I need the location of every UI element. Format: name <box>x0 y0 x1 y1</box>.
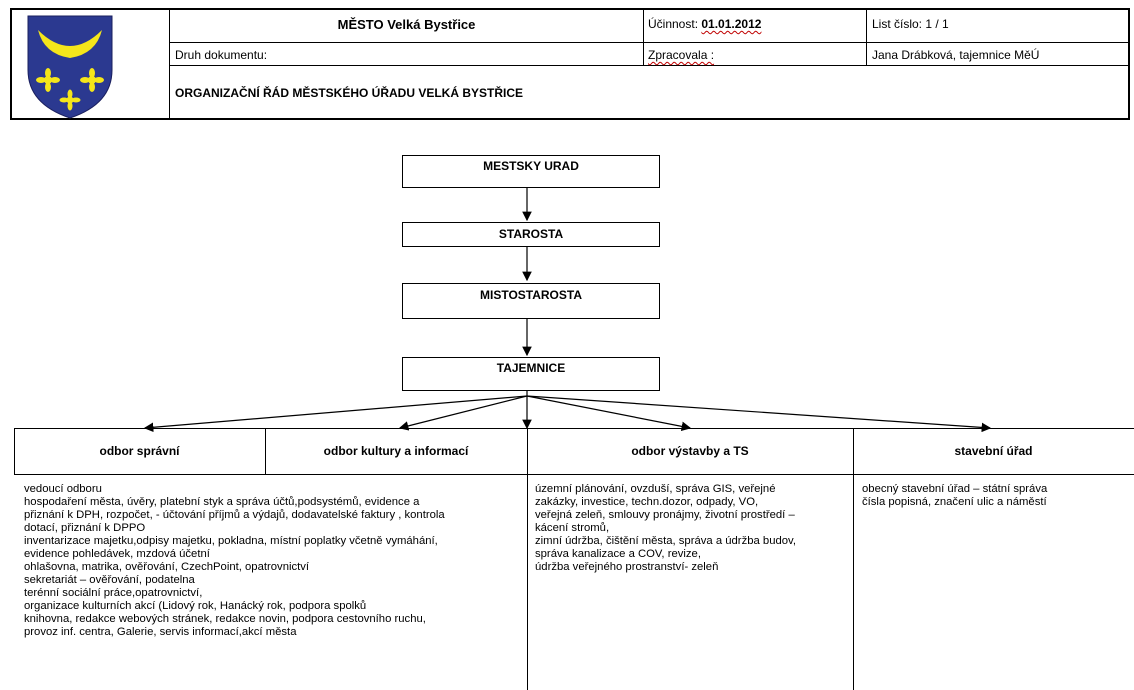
text-line: evidence pohledávek, mzdová účetní <box>24 548 210 560</box>
header-col-divider-2 <box>866 8 867 66</box>
text-line: hospodaření města, úvěry, platební styk … <box>24 496 420 508</box>
preparer-name: Jana Drábková, tajemnice MěÚ <box>872 48 1040 62</box>
dept-text-stavebni: obecný stavební úřad – státní správa čís… <box>862 483 1047 509</box>
text-line: územní plánování, ovzduší, správa GIS, v… <box>535 483 776 495</box>
dept-header-vystavby: odbor výstavby a TS <box>631 444 749 458</box>
text-line: přiznání k DPH, rozpočet, - účtování pří… <box>24 509 445 521</box>
effective-label: Účinnost: <box>648 17 702 31</box>
text-line: vedoucí odboru <box>24 483 102 495</box>
text-line: správa kanalizace a COV, revize, <box>535 548 701 560</box>
doc-type-label: Druh dokumentu: <box>175 48 268 62</box>
org-box-mistostarosta: MISTOSTAROSTA <box>402 283 660 319</box>
header-col-divider-1 <box>643 8 644 66</box>
text-line: dotací, přiznání k DPPO <box>24 522 146 534</box>
text-line: inventarizace majetku,odpisy majetku, po… <box>24 535 438 547</box>
text-line: provoz inf. centra, Galerie, servis info… <box>24 626 297 638</box>
coat-of-arms-icon <box>27 15 113 119</box>
dept-text-vystavby: územní plánování, ovzduší, správa GIS, v… <box>535 483 796 574</box>
effective-date: 01.01.2012 <box>701 17 762 31</box>
text-line: sekretariát – ověřování, podatelna <box>24 574 195 586</box>
effective-field: Účinnost: 01.01.2012 <box>648 17 761 31</box>
logo-cell <box>10 8 170 120</box>
text-line: zimní údržba, čištění města, správa a úd… <box>535 535 797 547</box>
dept-header-stavebni: stavební úřad <box>954 444 1033 458</box>
text-line: zakázky, investice, techn.dozor, odpady,… <box>535 496 759 508</box>
header-row-divider-1 <box>170 42 1130 43</box>
text-line: veřejná zeleň, smlouvy pronájmy, životní… <box>535 509 795 521</box>
dept-col-line-2 <box>527 428 528 690</box>
dept-col-line-1 <box>265 428 266 475</box>
text-line: obecný stavební úřad – státní správa <box>862 483 1048 495</box>
document-header <box>10 8 1130 120</box>
document-title: ORGANIZAČNÍ ŘÁD MĚSTSKÉHO ÚŘADU VELKÁ BY… <box>175 86 524 100</box>
dept-col-line-3 <box>853 428 854 690</box>
dept-header-spravni: odbor správní <box>99 444 180 458</box>
text-line: čísla popisná, značení ulic a náměstí <box>862 496 1047 508</box>
city-name: MĚSTO Velká Bystřice <box>337 17 476 32</box>
text-line: terénní sociální práce,opatrovnictví, <box>24 587 203 599</box>
prepared-label: Zpracovala : <box>648 48 715 62</box>
sheet-number: List číslo: 1 / 1 <box>872 17 949 31</box>
text-line: kácení stromů, <box>535 522 610 534</box>
org-box-tajemnice: TAJEMNICE <box>402 357 660 391</box>
header-row-divider-2 <box>170 65 1130 66</box>
dept-table-left <box>14 428 15 475</box>
dept-table-top <box>14 428 1134 429</box>
org-box-starosta: STAROSTA <box>402 222 660 247</box>
dept-header-kultury: odbor kultury a informací <box>323 444 469 458</box>
text-line: organizace kulturních akcí (Lidový rok, … <box>24 600 367 612</box>
dept-text-spravni: vedoucí odboru hospodaření města, úvěry,… <box>24 483 445 639</box>
text-line: údržba veřejného prostranství- zeleň <box>535 561 719 573</box>
dept-table-divider <box>14 474 1134 475</box>
org-box-mestsky-urad: MESTSKY URAD <box>402 155 660 188</box>
text-line: ohlašovna, matrika, ověřování, CzechPoin… <box>24 561 310 573</box>
text-line: knihovna, redakce webových stránek, reda… <box>24 613 426 625</box>
